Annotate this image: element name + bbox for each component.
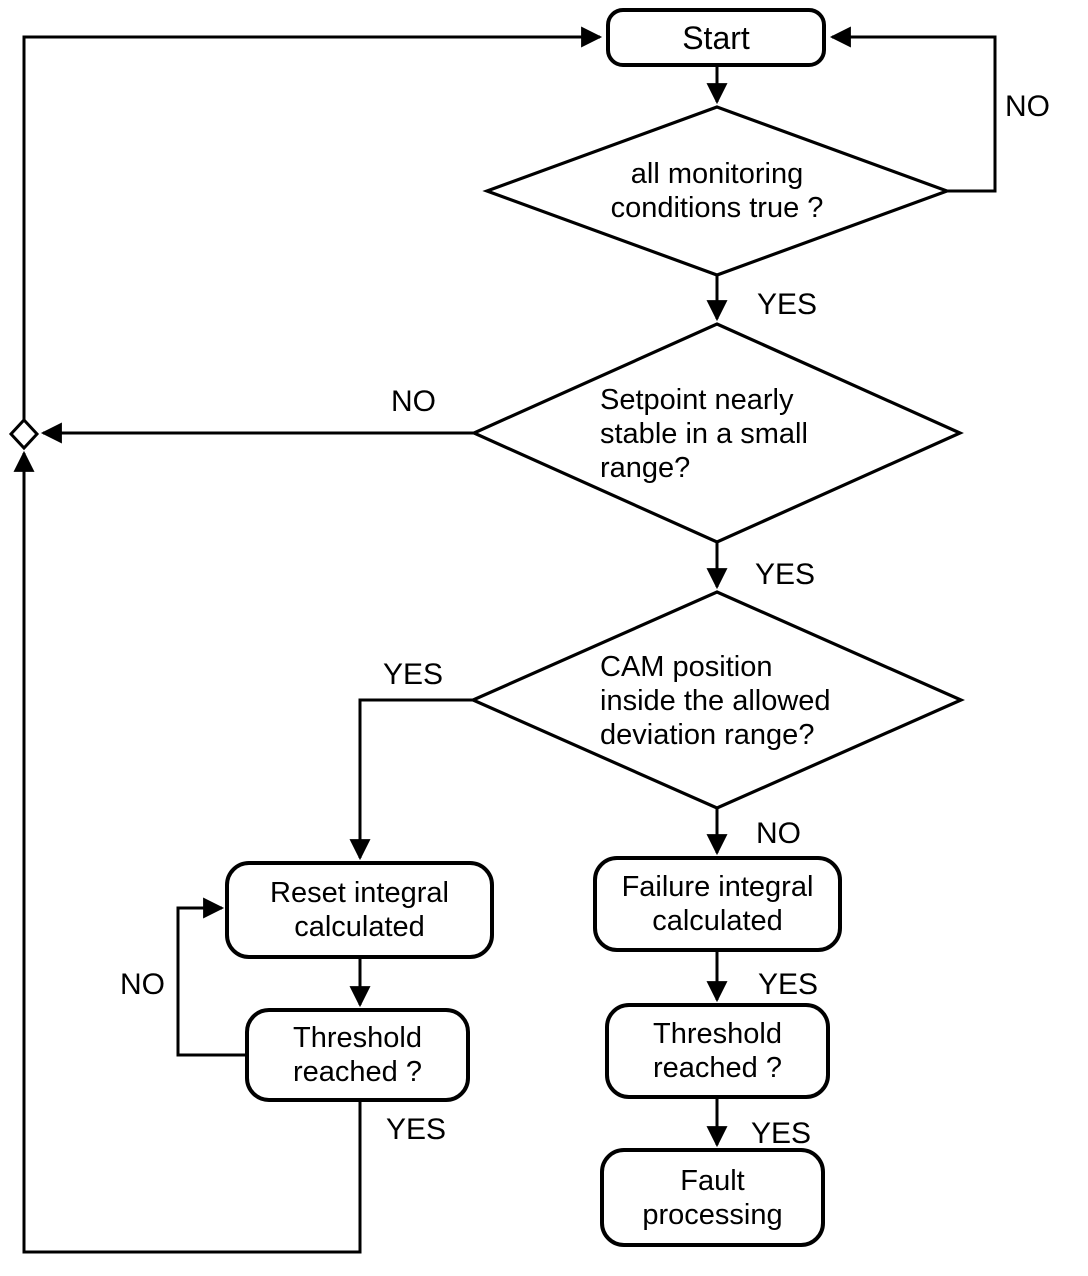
threshold-right-shape (605, 1003, 830, 1099)
reset-integral-label: Reset integral calculated (270, 877, 449, 943)
edge-cam-yes (349, 698, 473, 861)
monitoring-decision-shape (482, 105, 952, 277)
edge-monitoring-no-loop (829, 26, 997, 193)
reset-integral-shape (225, 861, 494, 959)
fault-processing-label: Fault processing (642, 1164, 783, 1231)
merge-connector-diamond (8, 417, 40, 451)
failure-integral-shape (593, 856, 842, 952)
edge-merge-to-start (22, 26, 603, 421)
cam-no-label: NO (756, 817, 801, 850)
setpoint-yes-label: YES (755, 558, 816, 591)
threshold-left-yes-label: YES (386, 1113, 447, 1146)
monitoring-decision-label: all monitoring conditions true ? (610, 158, 824, 224)
fault-processing-shape (600, 1148, 825, 1247)
cam-decision-label: CAM position inside the allowed deviatio… (600, 651, 831, 751)
cam-decision-shape (469, 590, 965, 810)
threshold-left-label: Threshold reached ? (293, 1022, 422, 1088)
edge-threshold-left-no-loop (176, 897, 247, 1057)
setpoint-no-label: NO (391, 385, 436, 418)
monitoring-no-label: NO (1005, 90, 1050, 123)
failure-yes-label: YES (758, 968, 819, 1001)
threshold-right-yes-label: YES (751, 1117, 812, 1150)
failure-integral-label: Failure integral calculated (621, 871, 814, 937)
reset-loop-no-label: NO (120, 968, 165, 1001)
setpoint-decision-label: Setpoint nearly stable in a small range? (600, 384, 808, 484)
monitoring-yes-label: YES (757, 288, 818, 321)
cam-yes-label: YES (383, 658, 444, 691)
edge-threshold-left-yes-loop (13, 450, 362, 1254)
threshold-right-label: Threshold reached ? (653, 1018, 782, 1084)
threshold-left-shape (245, 1008, 470, 1102)
setpoint-decision-shape (470, 322, 964, 544)
start-node-label: Start (682, 19, 750, 56)
start-node-shape (606, 8, 826, 67)
